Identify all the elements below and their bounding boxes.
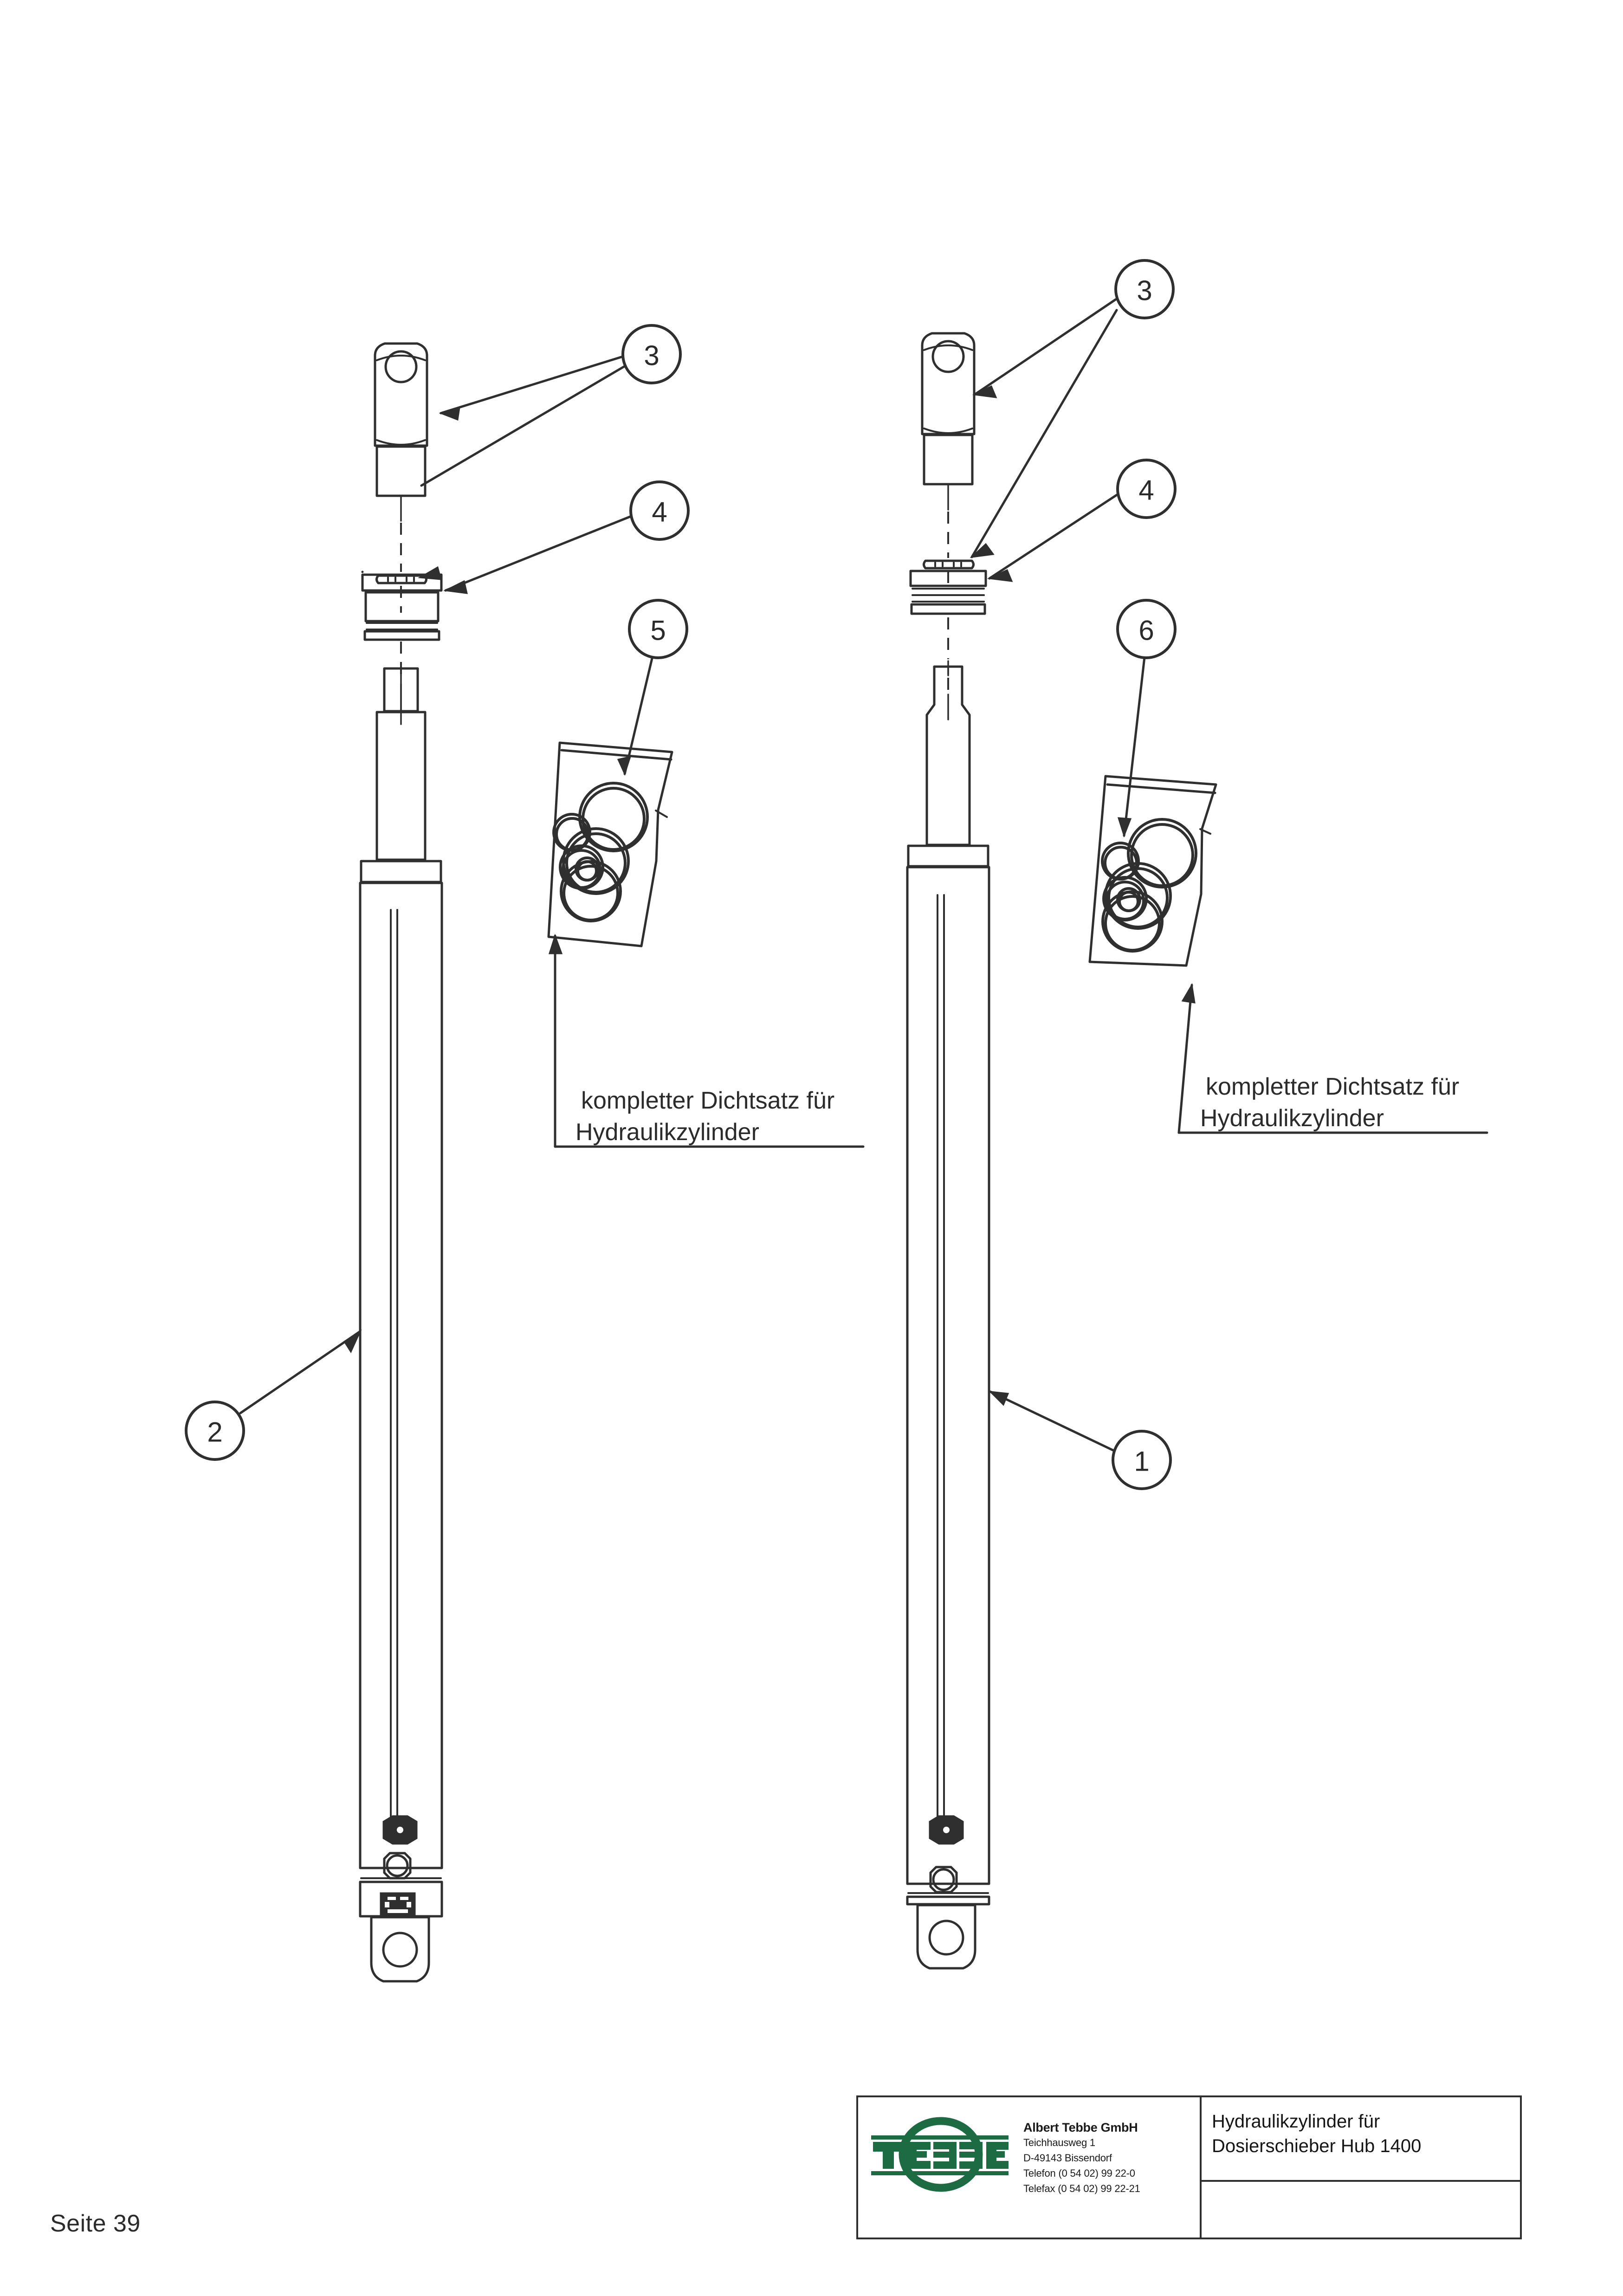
tebbe-logo [863, 2105, 1016, 2205]
right-seal-kit-bag [1088, 775, 1217, 967]
balloon-4-right: 4 [1116, 459, 1177, 519]
left-cylinder-assembly [359, 342, 443, 1983]
right-rod-eye [921, 332, 976, 486]
title-block-empty-cell [1202, 2182, 1520, 2238]
right-barrel-tube [906, 866, 990, 1885]
left-piston-rod [375, 711, 427, 861]
balloon-2-left: 2 [185, 1401, 245, 1461]
left-lock-washer [375, 574, 427, 584]
balloon-label: 5 [650, 615, 666, 646]
left-base-block [380, 1892, 416, 1915]
left-seal-kit-bag [547, 741, 673, 947]
balloon-label: 6 [1138, 615, 1154, 646]
left-barrel-tube [359, 882, 443, 1869]
left-barrel-hexnut [382, 1815, 418, 1845]
note-left: kompletter Dichtsatz für Hydraulikzylind… [575, 1087, 834, 1146]
balloon-label: 4 [1138, 475, 1154, 506]
balloon-1-right: 1 [1112, 1430, 1172, 1490]
balloon-6-right: 6 [1116, 599, 1177, 659]
left-gland-assembly [361, 573, 443, 641]
left-bottom-clevis [370, 1916, 430, 1983]
note-right-line-1: kompletter Dichtsatz für [1206, 1073, 1459, 1100]
company-city: D-49143 Bissendorf [1023, 2152, 1112, 2164]
left-rod-tip [383, 667, 419, 725]
company-name: Albert Tebbe GmbH [1023, 2121, 1138, 2134]
balloon-label: 2 [207, 1417, 222, 1448]
company-phone: Telefon (0 54 02) 99 22-0 [1023, 2167, 1135, 2179]
right-gland-assembly [909, 570, 987, 615]
leader-lines [239, 298, 1488, 1452]
left-port-fitting [383, 1852, 412, 1880]
title-block: Albert Tebbe GmbH Teichhausweg 1 D-49143… [856, 2095, 1522, 2239]
right-bottom-clevis [916, 1904, 976, 1970]
balloon-callouts: 3 4 5 2 3 4 6 [185, 259, 1177, 1490]
title-block-company-cell: Albert Tebbe GmbH Teichhausweg 1 D-49143… [858, 2097, 1202, 2238]
balloon-5-left: 5 [628, 599, 688, 659]
note-left-line-2: Hydraulikzylinder [575, 1119, 759, 1146]
balloon-label: 3 [644, 340, 659, 371]
tebbe-logo-svg [871, 2117, 1009, 2192]
drawing-title-line-1: Hydraulikzylinder für [1212, 2111, 1380, 2132]
title-block-title-cell: Hydraulikzylinder für Dosierschieber Hub… [1202, 2097, 1520, 2238]
drawing-title: Hydraulikzylinder für Dosierschieber Hub… [1202, 2097, 1520, 2182]
right-lock-washer [923, 559, 975, 570]
balloon-3-left: 3 [621, 324, 682, 384]
right-barrel-cap [907, 844, 989, 868]
note-right: kompletter Dichtsatz für Hydraulikzylind… [1200, 1073, 1459, 1132]
company-fax: Telefax (0 54 02) 99 22-21 [1023, 2183, 1140, 2194]
right-barrel-hexnut [929, 1815, 964, 1845]
note-left-line-1: kompletter Dichtsatz für [581, 1087, 834, 1114]
balloon-label: 4 [652, 497, 667, 528]
right-cylinder-assembly [906, 332, 990, 1970]
balloon-4-left: 4 [629, 480, 690, 541]
balloon-label: 1 [1134, 1446, 1149, 1477]
right-rod-tip [925, 665, 971, 846]
right-base-ring [906, 1892, 990, 1906]
note-right-line-2: Hydraulikzylinder [1200, 1105, 1384, 1132]
left-barrel-cap [360, 860, 442, 883]
company-street: Teichhausweg 1 [1023, 2137, 1095, 2148]
company-address-block: Albert Tebbe GmbH Teichhausweg 1 D-49143… [1016, 2105, 1140, 2196]
drawing-title-line-2: Dosierschieber Hub 1400 [1212, 2135, 1422, 2156]
left-base-ring [359, 1877, 443, 1918]
left-rod-eye [374, 342, 428, 497]
right-port-fitting [929, 1866, 958, 1894]
balloon-3-right: 3 [1114, 259, 1175, 319]
balloon-label: 3 [1137, 275, 1152, 306]
page-number: Seite 39 [50, 2210, 141, 2237]
